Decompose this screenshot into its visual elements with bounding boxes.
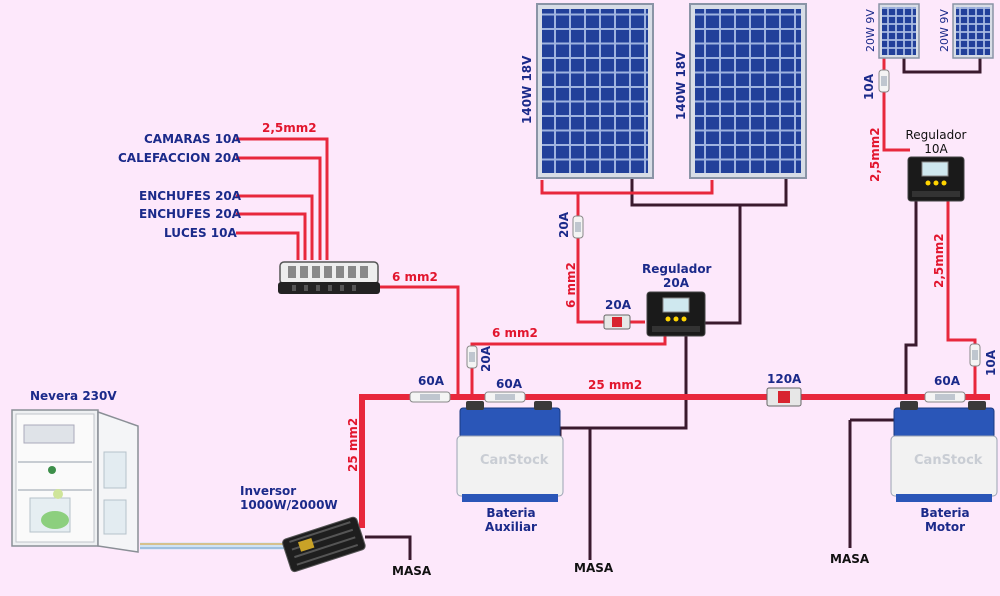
fuse-label-aux-feed: 20A xyxy=(479,346,493,372)
car-battery-icon xyxy=(890,401,998,502)
blade-fuse-icon xyxy=(924,391,966,403)
fuse-label-inverter: 60A xyxy=(418,374,444,388)
circuit-label-enchufes-1: ENCHUFES 20A xyxy=(139,189,242,203)
power-inverter-icon xyxy=(282,516,366,573)
battery-motor-watermark: CanStock xyxy=(914,453,983,468)
ground-label-motor: MASA xyxy=(830,552,870,566)
wire-label-small-panel: 2,5mm2 xyxy=(868,127,882,182)
battery-aux-watermark: CanStock xyxy=(480,453,549,468)
circuit-label-calefaccion: CALEFACCION 20A xyxy=(118,151,241,165)
circuit-breaker-icon xyxy=(603,314,631,330)
car-battery-icon xyxy=(456,401,564,502)
fridge-label: Nevera 230V xyxy=(30,389,117,403)
solar-panel-icon xyxy=(536,3,654,179)
wire-label-panel-down: 6 mm2 xyxy=(564,262,578,308)
negative-wires xyxy=(365,57,982,560)
blade-fuse-icon xyxy=(878,69,890,93)
blade-fuse-icon xyxy=(409,391,451,403)
panel-label-large-right: 140W 18V xyxy=(674,51,688,120)
circuit-label-camaras: CAMARAS 10A xyxy=(144,132,241,146)
fuse-box-icon xyxy=(278,261,380,294)
fridge-icon xyxy=(11,409,139,553)
panel-label-large-left: 140W 18V xyxy=(520,55,534,124)
solar-panel-icon xyxy=(952,3,994,59)
blade-fuse-icon xyxy=(572,215,584,239)
ground-label-aux: MASA xyxy=(574,561,614,575)
solar-panel-icon xyxy=(689,3,807,179)
charge-controller-icon xyxy=(907,156,965,202)
circuit-label-luces: LUCES 10A xyxy=(164,226,237,240)
fuse-label-regulator-breaker: 20A xyxy=(605,298,631,312)
circuit-label-enchufes-2: ENCHUFES 20A xyxy=(139,207,242,221)
ground-label-inverter: MASA xyxy=(392,564,432,578)
wire-label-circuits: 2,5mm2 xyxy=(262,121,317,135)
wire-label-inverter-feed: 25 mm2 xyxy=(346,417,360,472)
fuse-label-small-panel: 10A xyxy=(862,74,876,100)
wire-label-main-bus: 25 mm2 xyxy=(588,378,643,392)
circuit-breaker-icon xyxy=(766,387,802,407)
wire-label-fusebox: 6 mm2 xyxy=(392,270,438,284)
blade-fuse-icon xyxy=(969,343,981,367)
solar-panel-icon xyxy=(878,3,920,59)
panel-label-small-left: 20W 9V xyxy=(864,9,877,52)
fuse-label-motor: 60A xyxy=(934,374,960,388)
charge-controller-icon xyxy=(646,291,706,337)
blade-fuse-icon xyxy=(466,345,478,369)
ac-cable xyxy=(140,542,285,550)
wire-label-small-regulator: 2,5mm2 xyxy=(932,233,946,288)
fuse-label-aux-bus: 60A xyxy=(496,377,522,391)
wire-label-regulator-out: 6 mm2 xyxy=(492,326,538,340)
fuse-label-panel: 20A xyxy=(557,212,571,238)
blade-fuse-icon xyxy=(484,391,526,403)
panel-label-small-right: 20W 9V xyxy=(938,9,951,52)
fuse-label-motor-feed: 10A xyxy=(984,350,998,376)
fuse-label-link-breaker: 120A xyxy=(767,372,802,386)
